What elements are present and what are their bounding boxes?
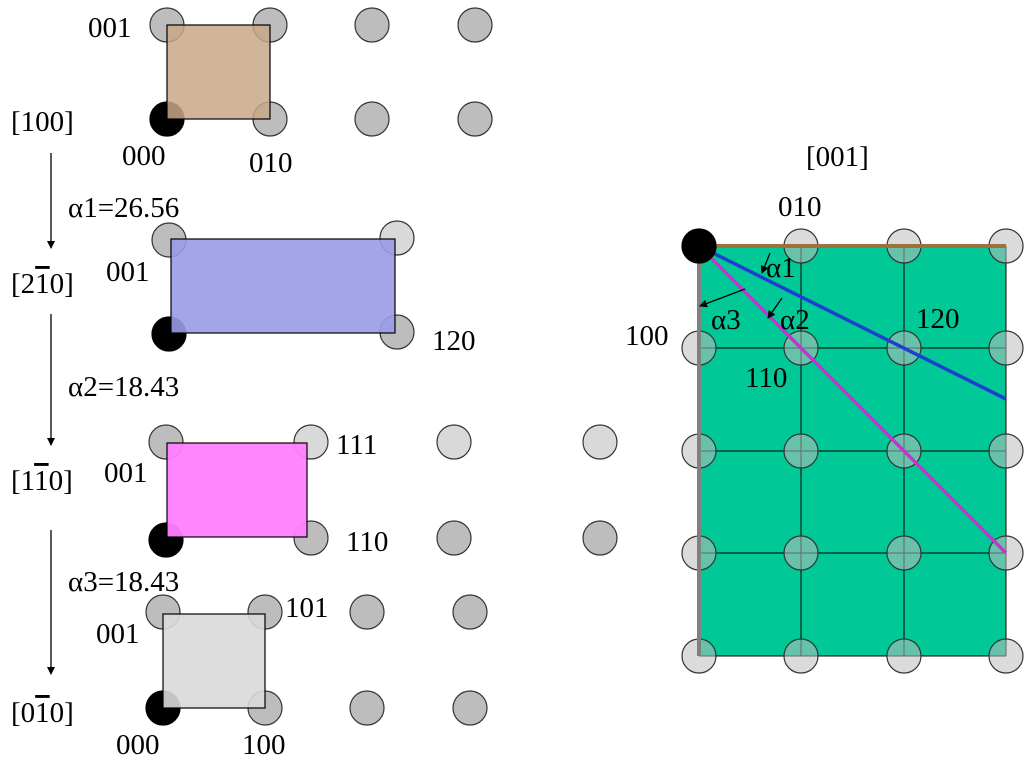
left-panel: 001 000 010 001 120 001 111 bbox=[11, 7, 618, 761]
label-001: 001 bbox=[106, 256, 150, 288]
label-120: 120 bbox=[916, 303, 960, 335]
label-000: 000 bbox=[116, 729, 160, 761]
label-100: 100 bbox=[242, 729, 286, 761]
unit-cell bbox=[166, 24, 271, 120]
atom bbox=[582, 520, 618, 556]
atom bbox=[457, 101, 493, 137]
atom bbox=[886, 535, 922, 571]
angle-arrow-alpha1 bbox=[760, 252, 771, 274]
rotation-label-alpha3: α3=18.43 bbox=[68, 566, 179, 598]
atom bbox=[582, 424, 618, 460]
atom bbox=[436, 520, 472, 556]
view-direction-label: [001] bbox=[806, 141, 869, 173]
atom bbox=[349, 690, 385, 726]
atom bbox=[354, 101, 390, 137]
origin-atom bbox=[681, 228, 717, 264]
label-alpha1: α1 bbox=[766, 252, 796, 284]
atom bbox=[436, 424, 472, 460]
label-010: 010 bbox=[778, 191, 822, 223]
label-110: 110 bbox=[346, 526, 388, 558]
label-110: 110 bbox=[745, 362, 787, 394]
atom bbox=[886, 638, 922, 674]
direction-label-2-10: [210] bbox=[11, 268, 74, 300]
label-000: 000 bbox=[122, 140, 166, 172]
atom bbox=[988, 330, 1024, 366]
rotation-label-alpha2: α2=18.43 bbox=[68, 371, 179, 403]
rotation-line-120 bbox=[698, 244, 1007, 401]
label-010: 010 bbox=[249, 147, 293, 179]
cell-1: 001 000 010 bbox=[88, 7, 493, 179]
direction-label-1-10: [110] bbox=[11, 465, 73, 497]
atom bbox=[349, 594, 385, 630]
label-001: 001 bbox=[104, 457, 148, 489]
angle-arrow-alpha3 bbox=[699, 288, 746, 308]
cell-2: 001 120 bbox=[106, 220, 476, 357]
cell-3: 001 111 110 bbox=[104, 424, 618, 558]
atom bbox=[988, 638, 1024, 674]
label-001: 001 bbox=[88, 12, 132, 44]
rotation-line-110 bbox=[697, 244, 1008, 555]
label-alpha2: α2 bbox=[780, 304, 810, 336]
atom bbox=[452, 690, 488, 726]
unit-cell bbox=[170, 238, 396, 334]
label-100: 100 bbox=[625, 320, 669, 352]
atom bbox=[354, 7, 390, 43]
right-panel: [001] bbox=[625, 141, 1024, 674]
unit-cell bbox=[162, 613, 266, 709]
atom bbox=[783, 433, 819, 469]
label-120: 120 bbox=[432, 325, 476, 357]
angle-arrow-alpha2 bbox=[767, 297, 783, 319]
direction-label-100: [100] bbox=[11, 106, 74, 138]
atom bbox=[783, 638, 819, 674]
label-111: 111 bbox=[336, 429, 377, 461]
unit-cell bbox=[166, 442, 308, 538]
label-alpha3: α3 bbox=[711, 304, 741, 336]
atom bbox=[452, 594, 488, 630]
atom bbox=[457, 7, 493, 43]
atom bbox=[783, 535, 819, 571]
atom bbox=[988, 433, 1024, 469]
rotation-label-alpha1: α1=26.56 bbox=[68, 192, 179, 224]
label-101: 101 bbox=[285, 592, 329, 624]
direction-label-0-10: [010] bbox=[11, 697, 74, 729]
label-001: 001 bbox=[96, 618, 140, 650]
cell-4: 001 101 000 100 bbox=[96, 592, 488, 761]
